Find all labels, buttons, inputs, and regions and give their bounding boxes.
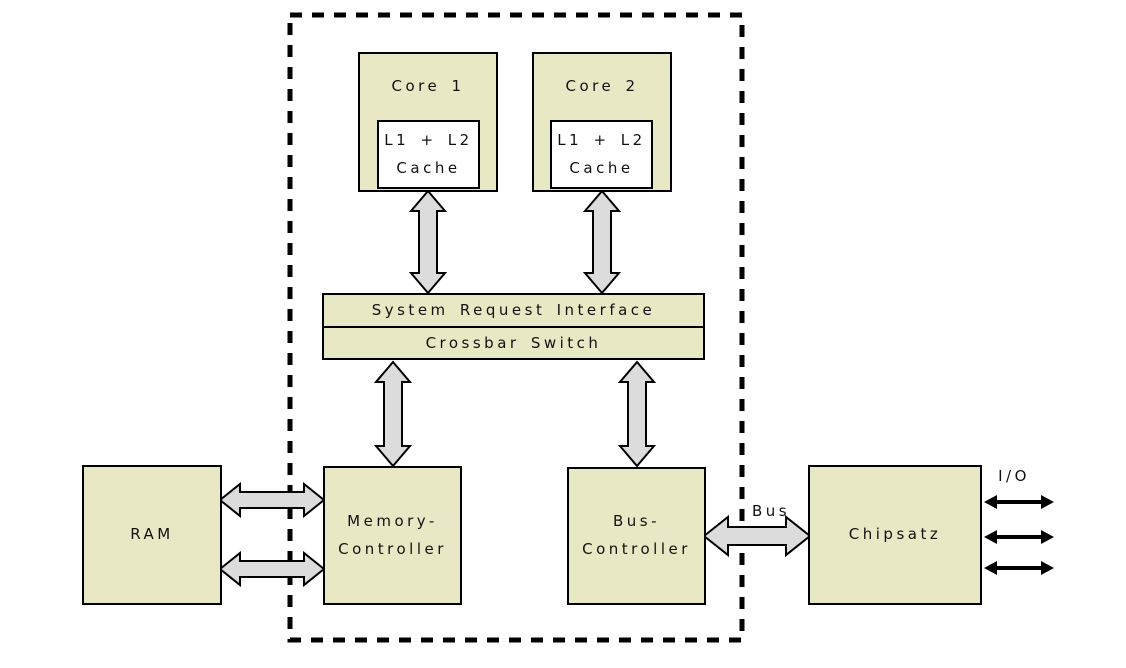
double-arrow-ram-memory-lower (218, 550, 326, 588)
memory-controller-line1: Memory- (347, 511, 438, 530)
node-memory-controller: Memory- Controller (323, 466, 462, 605)
double-arrow-ram-memory-upper (218, 481, 326, 519)
node-ram: RAM (82, 465, 222, 605)
double-arrow-crossbar-bus-controller (617, 360, 657, 468)
ram-label: RAM (130, 525, 174, 544)
cache1-line2: Cache (396, 158, 461, 177)
double-arrow-core2-sri (582, 189, 622, 295)
cache2-line1: L1 + L2 (557, 130, 646, 149)
double-arrow-bus (702, 514, 812, 558)
io-arrow-3 (984, 561, 1054, 575)
cache2-line2: Cache (569, 158, 634, 177)
io-arrow-1 (984, 495, 1054, 509)
crossbar-label: Crossbar Switch (324, 325, 703, 359)
double-arrow-crossbar-memory-controller (373, 360, 413, 468)
double-arrow-core1-sri (408, 189, 448, 295)
bus-controller-line2: Controller (582, 540, 691, 558)
bus-controller-line1: Bus- (612, 512, 661, 531)
chipset-label: Chipsatz (848, 525, 942, 544)
core1-label: Core 1 (391, 77, 465, 95)
node-cache2: L1 + L2 Cache (550, 120, 653, 189)
node-cache1: L1 + L2 Cache (377, 120, 480, 189)
io-label: I/O (998, 467, 1030, 485)
io-arrow-2 (984, 530, 1054, 544)
cpu-package-dashed-boundary (287, 12, 745, 643)
node-bus-controller: Bus- Controller (567, 467, 706, 605)
cache1-line1: L1 + L2 (384, 130, 473, 149)
node-sri-crossbar: System Request Interface Crossbar Switch (322, 293, 705, 360)
node-chipset: Chipsatz (808, 465, 982, 605)
bus-label: Bus (751, 502, 791, 520)
memory-controller-line2: Controller (338, 539, 447, 558)
core2-label: Core 2 (565, 77, 639, 95)
sri-label: System Request Interface (371, 301, 656, 320)
